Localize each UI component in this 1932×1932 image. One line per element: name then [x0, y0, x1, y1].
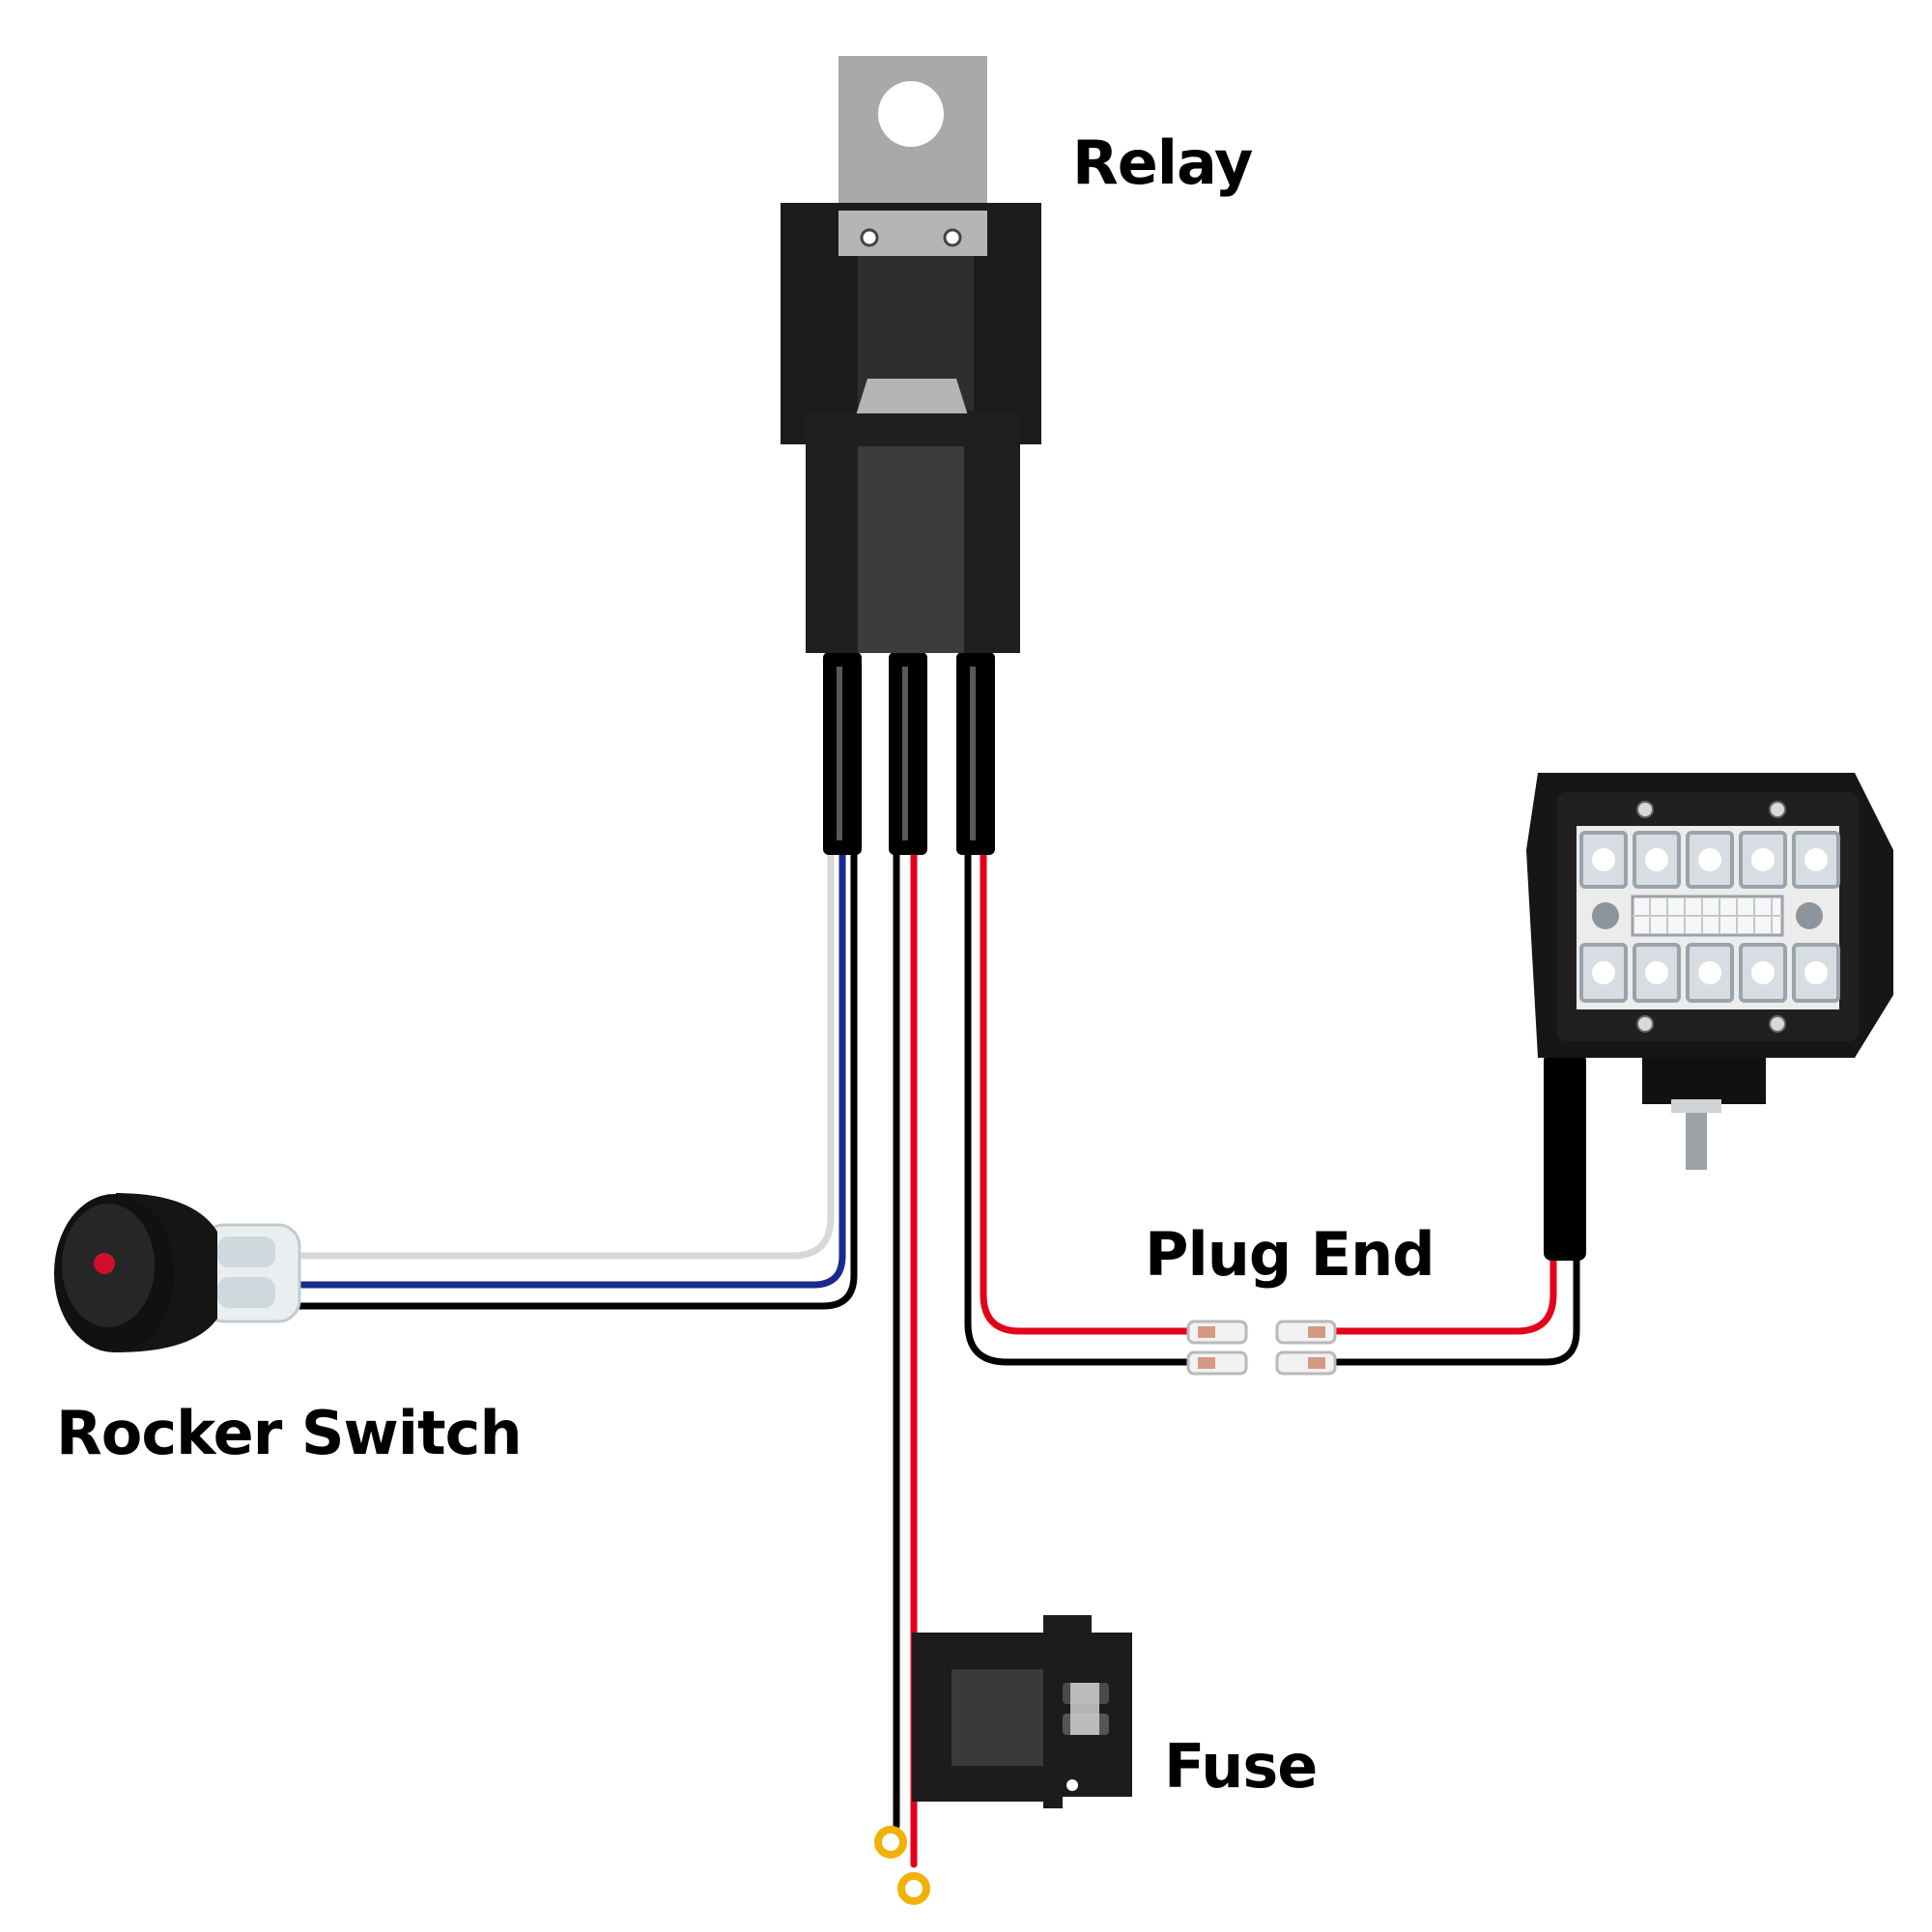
fuse-holder-window	[952, 1669, 1048, 1766]
relay-wire-sheaths	[823, 652, 995, 855]
ring-terminal-icon	[874, 1826, 930, 1905]
lamp-wire-black	[1331, 1252, 1580, 1366]
lamp-mount-bolt	[1686, 1104, 1707, 1170]
ring-terminal-red	[897, 1872, 930, 1905]
relay-mount-hole	[878, 81, 944, 147]
switch-wire-white	[296, 846, 835, 1260]
plug-connector-right	[1275, 1320, 1337, 1376]
sheath-right	[956, 652, 995, 855]
ring-terminal-black	[874, 1826, 907, 1859]
plug-end-label: Plug End	[1145, 1219, 1435, 1290]
sheath-middle	[889, 652, 927, 855]
switch-wire-black	[296, 846, 858, 1310]
relay-label: Relay	[1072, 128, 1253, 198]
lamp-wire-red	[1331, 1252, 1557, 1335]
fuse-holder-icon	[912, 1615, 1132, 1808]
switch-wire-blue	[296, 846, 846, 1289]
light-wire-black	[964, 846, 1192, 1366]
plug-connector-left	[1186, 1320, 1248, 1376]
fuse-label: Fuse	[1164, 1731, 1317, 1802]
spade-connector-icon	[1186, 1320, 1337, 1376]
relay-icon	[781, 56, 1041, 653]
rocker-switch-label: Rocker Switch	[56, 1398, 522, 1468]
light-wire-red	[980, 846, 1192, 1335]
sheath-left	[823, 652, 862, 855]
rocker-switch-icon	[54, 1193, 301, 1352]
switch-led-indicator	[94, 1253, 115, 1274]
led-work-light-icon	[1526, 773, 1893, 1261]
lamp-cable-sheath	[1544, 1053, 1586, 1261]
